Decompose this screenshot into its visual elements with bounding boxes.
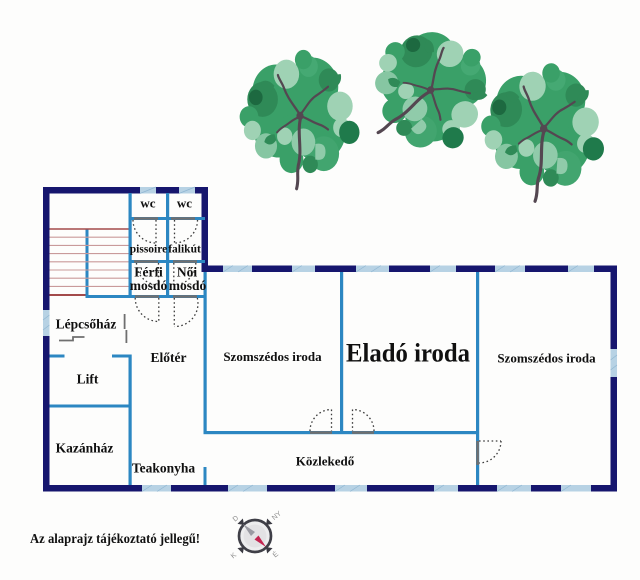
svg-text:K: K bbox=[230, 552, 238, 561]
svg-text:Lépcsőház: Lépcsőház bbox=[56, 317, 117, 332]
svg-text:Lift: Lift bbox=[77, 372, 99, 387]
svg-text:D: D bbox=[232, 515, 240, 524]
svg-text:Teakonyha: Teakonyha bbox=[132, 461, 196, 476]
svg-text:falikút: falikút bbox=[168, 244, 201, 256]
svg-text:É: É bbox=[271, 549, 281, 559]
svg-text:Az alaprajz tájékoztató jelleg: Az alaprajz tájékoztató jellegű! bbox=[30, 532, 200, 547]
svg-text:Női: Női bbox=[177, 265, 197, 280]
svg-text:Szomszédos iroda: Szomszédos iroda bbox=[223, 349, 322, 364]
svg-text:Közlekedő: Közlekedő bbox=[296, 454, 355, 469]
svg-text:mosdó: mosdó bbox=[169, 278, 207, 293]
svg-text:Férfi: Férfi bbox=[134, 265, 163, 280]
svg-text:pissoire: pissoire bbox=[130, 244, 168, 256]
svg-text:Előtér: Előtér bbox=[151, 350, 187, 365]
svg-text:Kazánház: Kazánház bbox=[56, 441, 114, 456]
svg-text:Eladó iroda: Eladó iroda bbox=[346, 338, 470, 368]
svg-text:NY: NY bbox=[271, 510, 283, 522]
svg-text:wc: wc bbox=[140, 196, 155, 211]
svg-text:Szomszédos iroda: Szomszédos iroda bbox=[497, 351, 596, 366]
svg-text:mosdó: mosdó bbox=[130, 278, 168, 293]
svg-text:wc: wc bbox=[177, 196, 192, 211]
